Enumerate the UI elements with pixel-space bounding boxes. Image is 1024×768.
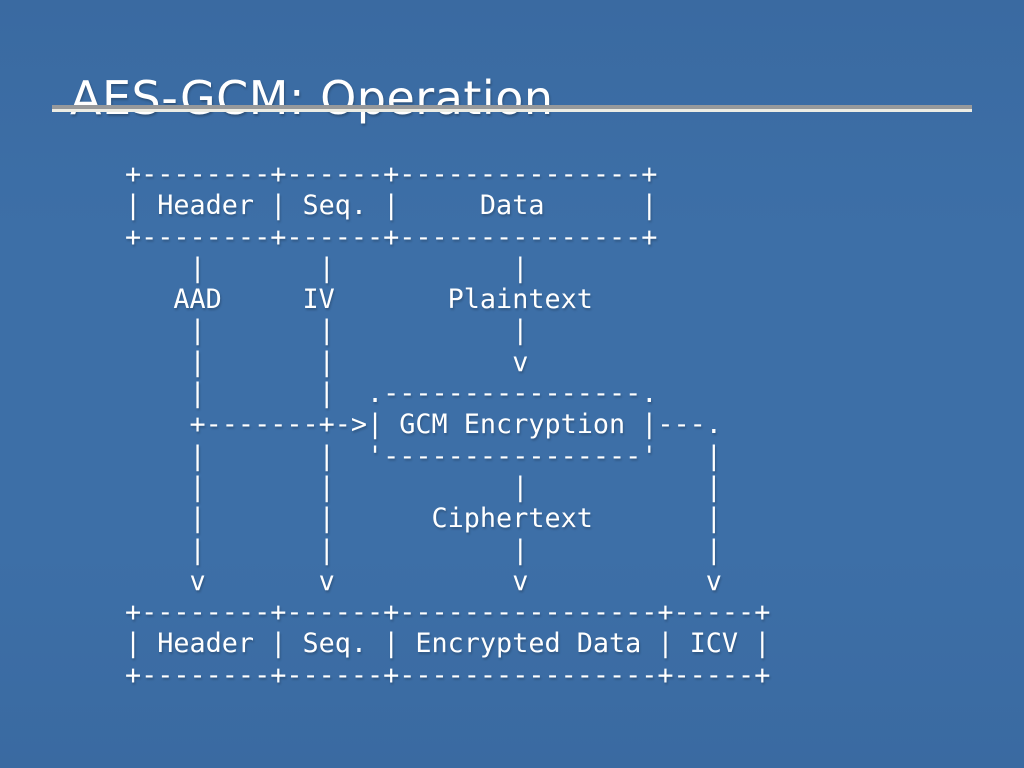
- title-underline: [52, 105, 972, 112]
- aes-gcm-flow-ascii-diagram: +--------+------+---------------+ | Head…: [125, 159, 771, 691]
- title-underline-white-line: [52, 109, 972, 112]
- page-title: AES-GCM: Operation: [70, 70, 554, 125]
- title-underline-gray-line: [52, 105, 972, 109]
